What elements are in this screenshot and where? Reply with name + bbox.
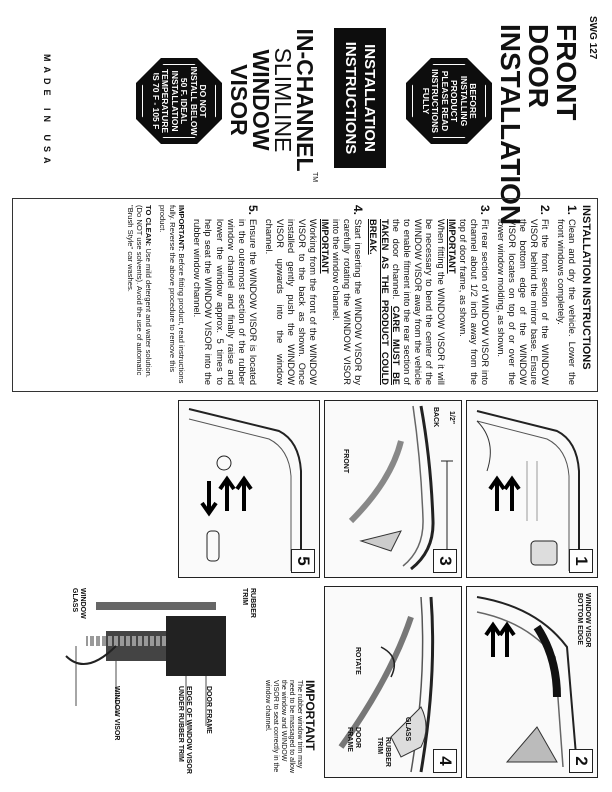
diagram-rubber-trim-label: RUBBER TRIM: [241, 588, 256, 618]
diagram-edge-label: EDGE OF WINDOW VISOR UNDER RUBBER TRIM: [177, 686, 192, 774]
step-text: Ensure the WINDOW VISOR is located in th…: [192, 219, 259, 385]
step-number: 4.: [351, 205, 366, 216]
diagram-glass-label: WINDOW GLASS: [71, 588, 86, 619]
door-frame-label: DOOR FRAME: [346, 727, 361, 752]
important-label: IMPORTANT: [319, 219, 330, 274]
step-text: Clean and dry the vehicle. Lower the fro…: [555, 219, 577, 385]
figure-5: 5: [178, 400, 320, 578]
important-label: IMPORTANT: [446, 219, 457, 274]
visor-bottom-edge-label: WINDOW VISOR BOTTOM EDGE: [576, 593, 591, 648]
figure-number: 4: [433, 749, 457, 773]
figure-1: 1: [466, 400, 598, 578]
instructions-heading: INSTALLATION INSTRUCTIONS: [580, 205, 592, 370]
step-text: Start inserting the WINDOW VISOR by care…: [330, 219, 364, 385]
temperature-text: DO NOT INSTALL BELOW 50 F. IDEAL INSTALL…: [151, 66, 209, 136]
page-title: FRONT DOOR INSTALLATION: [495, 24, 582, 226]
figure-4: RUBBER TRIM GLASS DOOR FRAME ROTATE 4: [324, 586, 462, 778]
step-number: 2.: [538, 205, 553, 216]
step-note: Working from the front of the WINDOW VIS…: [263, 219, 319, 385]
figure-3: FRONT BACK 1/2" 3: [324, 400, 462, 578]
diagram-door-frame-label: DOOR FRAME: [205, 686, 212, 734]
trademark: TM: [311, 172, 318, 183]
half-inch-label: 1/2": [448, 411, 455, 425]
step-3: 3. Fit rear section of WINDOW VISOR into…: [367, 205, 493, 385]
step-number: 3.: [478, 205, 493, 216]
document-code: SWG 127: [587, 16, 598, 60]
cleaning-label: TO CLEAN:: [144, 205, 154, 247]
step-number: 1.: [564, 205, 579, 216]
diagram-visor-label: WINDOW VISOR: [113, 686, 120, 741]
rotate-label: ROTATE: [354, 647, 361, 675]
instructions-box: INSTALLATION INSTRUCTIONS 1. Clean and d…: [12, 198, 598, 392]
back-label: BACK: [432, 407, 439, 428]
glass-label: GLASS: [404, 717, 411, 742]
step-text: Fit the front section of the WINDOW VISO…: [495, 219, 551, 385]
product-name: IN-CHANNEL SLIMLINE WINDOW VISOR: [226, 20, 318, 180]
important-note-label: IMPORTANT:: [177, 205, 187, 252]
read-instructions-sign: BEFORE INSTALLING PRODUCT PLEASE READ IN…: [406, 58, 492, 144]
step-4: 4. Start inserting the WINDOW VISOR by c…: [262, 205, 366, 385]
product-line-2: SLIMLINE: [270, 47, 296, 153]
figure-number: 1: [569, 549, 593, 573]
cross-section-illustration: [65, 602, 226, 726]
front-label: FRONT: [342, 449, 349, 474]
cross-section-diagram: IMPORTANT The rubber window trim may nee…: [26, 586, 317, 776]
product-line-1: IN-CHANNEL: [292, 28, 318, 172]
step-text: Fit rear section of WINDOW VISOR into ch…: [457, 219, 491, 385]
important-note: IMPORTANT: Before fitting product, read …: [158, 205, 187, 385]
step-number: 5.: [246, 205, 261, 216]
figure-number: 3: [433, 549, 457, 573]
made-in-usa: MADE IN USA: [42, 54, 52, 169]
figure-2-illustration: [476, 596, 578, 768]
read-instructions-text: BEFORE INSTALLING PRODUCT PLEASE READ IN…: [421, 69, 479, 133]
step-5: 5. Ensure the WINDOW VISOR is located in…: [191, 205, 261, 385]
figure-number: 2: [569, 749, 593, 773]
figure-3-illustration: [348, 405, 453, 571]
figure-4-illustration: [338, 596, 435, 773]
product-line-3: WINDOW VISOR: [226, 49, 274, 151]
figure-1-illustration: [476, 410, 580, 571]
temperature-sign: DO NOT INSTALL BELOW 50 F. IDEAL INSTALL…: [136, 58, 222, 144]
cleaning-note: TO CLEAN: Use mild detergent and water s…: [125, 205, 154, 385]
step-1: 1. Clean and dry the vehicle. Lower the …: [554, 205, 579, 385]
figure-number: 5: [291, 549, 315, 573]
installation-label: INSTALLATION INSTRUCTIONS: [334, 28, 386, 168]
rubber-trim-label: RUBBER TRIM: [376, 737, 391, 767]
step-2: 2. Fit the front section of the WINDOW V…: [494, 205, 553, 385]
figure-5-illustration: [188, 408, 302, 571]
figure-2: WINDOW VISOR BOTTOM EDGE 2: [466, 586, 598, 778]
